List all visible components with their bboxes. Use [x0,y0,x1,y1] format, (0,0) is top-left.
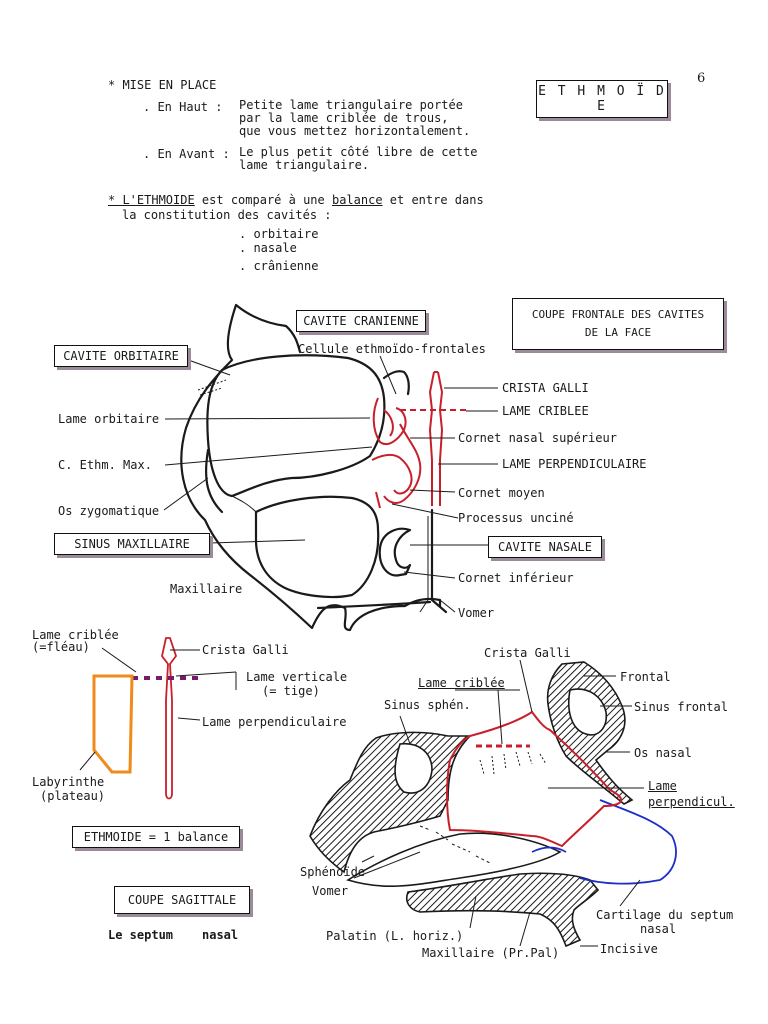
skull-outline [180,303,442,632]
label-crista-galli-balance: Crista Galli [202,643,289,657]
label-c-ethm-max: C. Ethm. Max. [58,458,152,472]
frontal-section-title-box: COUPE FRONTALE DES CAVITES DE LA FACE [512,298,724,350]
top-text-3: que vous mettez horizontalement. [239,124,471,138]
label-maxillaire: Maxillaire [170,582,243,596]
frontal-section-drawing [180,303,466,632]
label-processus-uncine: Processus unciné [458,511,574,525]
balance-drawing [92,637,200,800]
sagittal-subtitle-a: Le septum [108,928,174,942]
sagittal-leaders [353,659,644,947]
label-labyrinthe: Labyrinthe [32,775,105,789]
frontal-title-line-2: DE LA FACE [584,326,652,339]
sagittal-subtitle-b: nasal [202,928,239,942]
vomer-bone [346,832,562,888]
label-lame-criblee: LAME CRIBLEE [502,404,589,418]
label-lame-criblee-sag: Lame criblée [418,676,505,690]
label-lame-criblee-balance: Lame criblée [32,628,119,642]
box-cavite-orbitaire: CAVITE ORBITAIRE [54,345,188,367]
label-cornet-moyen: Cornet moyen [458,486,545,500]
label-cellule: Cellule ethmoïdo-frontales [298,342,486,356]
label-lame-sag: Lame [648,779,677,793]
palatine-maxilla-bone [405,872,600,948]
sagittal-section-drawing [309,661,677,948]
crista-galli-red [428,371,444,506]
cavity-nasale: . nasale [239,241,297,255]
label-sphenoide: Sphénoïde [300,865,366,879]
title-box: E T H M O Ï D E [536,80,668,118]
page-number: 6 [697,71,706,86]
top-text-1: Petite lame triangulaire portée [239,98,463,112]
label-cornet-superieur: Cornet nasal supérieur [458,431,617,445]
label-plateau: (plateau) [40,789,106,803]
zygomatic-bone [204,448,224,514]
balance-sentence-1: * L'ETHMOIDE est comparé à une balance e… [108,193,484,207]
box-cavite-cranienne: CAVITE CRANIENNE [296,310,426,332]
maxillary-sinus-outline [254,495,380,599]
label-lame-orbitaire: Lame orbitaire [58,412,160,426]
top-label: . En Haut : [143,100,223,114]
balance-sentence-2: la constitution des cavités : [122,208,332,222]
front-label: . En Avant : [143,147,230,161]
label-cartilage-1: Cartilage du septum [596,908,734,922]
label-frontal: Frontal [620,670,671,684]
inferior-concha [378,527,412,577]
label-cartilage-2: nasal [640,922,677,936]
label-crista-galli-sag: Crista Galli [484,646,571,660]
sagittal-title-box: COUPE SAGITTALE [114,886,250,914]
orbit-outline [206,354,386,498]
label-maxillaire-sag: Maxillaire (Pr.Pal) [422,946,560,960]
balance-leaders [79,647,237,771]
label-cornet-inferieur: Cornet inférieur [458,571,574,585]
label-vomer-frontal: Vomer [458,606,495,620]
label-os-zygomatique: Os zygomatique [58,504,160,518]
perpendicular-plate-red [446,710,623,848]
placement-heading: * MISE EN PLACE [108,78,217,92]
label-fleau: (=fléau) [32,640,90,654]
box-sinus-maxillaire: SINUS MAXILLAIRE [54,533,210,555]
front-text-1: Le plus petit côté libre de cette [239,145,478,159]
label-sinus-sphen: Sinus sphén. [384,698,471,712]
label-os-nasal: Os nasal [634,746,692,760]
label-tige: (= tige) [262,684,320,698]
box-cavite-nasale: CAVITE NASALE [488,536,602,558]
label-crista-galli: CRISTA GALLI [502,381,589,395]
top-text-2: par la lame criblée de trous, [239,111,449,125]
frontal-leaders [163,355,498,613]
label-lame-perpendiculaire: LAME PERPENDICULAIRE [502,457,647,471]
label-sinus-frontal: Sinus frontal [634,700,728,714]
labyrinth-plateau [92,674,134,774]
label-incisive: Incisive [600,942,658,956]
label-perpendicul: perpendicul. [648,795,735,809]
label-lame-perpendiculaire-balance: Lame perpendiculaire [202,715,347,729]
cavity-cranienne: . crânienne [239,259,319,273]
frontal-title-line-1: COUPE FRONTALE DES CAVITES [531,308,705,321]
ethmoid-labyrinth-red [371,397,422,509]
label-lame-verticale: Lame verticale [246,670,348,684]
front-text-2: lame triangulaire. [239,158,370,172]
label-vomer-sag: Vomer [312,884,349,898]
cavity-orbitaire: . orbitaire [239,227,319,241]
crista-galli-rod [161,637,178,800]
septal-cartilage [579,799,677,885]
equation-box: ETHMOIDE = 1 balance [72,826,240,848]
label-palatin: Palatin (L. horiz.) [326,929,464,943]
